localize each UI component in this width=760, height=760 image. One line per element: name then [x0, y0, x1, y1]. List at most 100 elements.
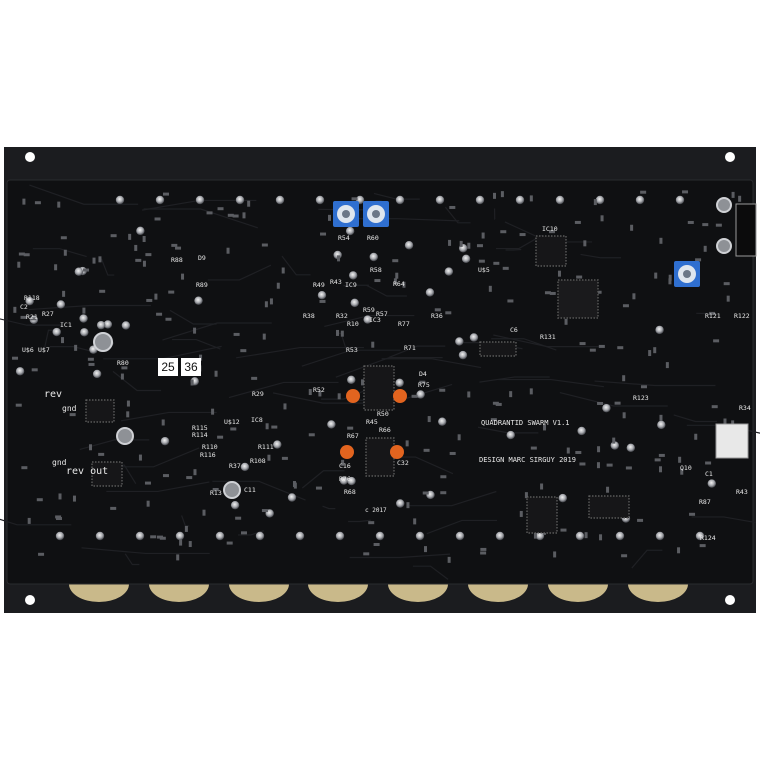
silkscreen-ref: R108: [250, 457, 266, 465]
silkscreen-ref: R110: [202, 443, 218, 451]
smd-part: [476, 244, 483, 248]
smd-part: [138, 454, 142, 461]
solder-joint: [575, 531, 585, 541]
smd-part: [457, 434, 461, 441]
silkscreen-ref: R50: [377, 410, 389, 418]
smd-part: [687, 220, 694, 224]
copper-traces: [0, 184, 760, 580]
smd-part: [175, 246, 182, 250]
smd-part: [574, 220, 581, 224]
ic-soic: [85, 399, 115, 423]
silkscreen-ref: C11: [244, 486, 256, 494]
solder-joint: [15, 367, 25, 376]
smd-part: [292, 481, 296, 488]
smd-part: [262, 333, 266, 340]
smd-part: [549, 291, 556, 295]
trace: [0, 318, 62, 326]
smd-part: [165, 317, 172, 321]
smd-part: [478, 259, 485, 263]
solder-joint: [155, 195, 165, 205]
smd-part: [622, 375, 626, 382]
solder-joint: [215, 531, 225, 541]
smd-part: [699, 544, 706, 548]
electrolytic-caps: [93, 197, 732, 499]
smd-part: [193, 327, 197, 334]
solder-joint: [363, 315, 372, 324]
silkscreen-ref: C32: [397, 459, 409, 467]
smd-part: [281, 456, 288, 460]
panel-hole: [25, 152, 35, 162]
silkscreen-ref: R124: [700, 534, 716, 542]
smd-part: [529, 195, 533, 202]
solder-joint: [255, 531, 265, 541]
smd-part: [648, 350, 652, 357]
smd-part: [427, 416, 431, 423]
ic-soic: [91, 461, 123, 487]
trace: [631, 549, 663, 569]
smd-part: [161, 419, 165, 426]
silkscreen-ref: R122: [734, 312, 750, 320]
smd-part: [154, 293, 158, 300]
smd-part: [269, 298, 273, 305]
ic-soic: [535, 235, 567, 267]
smd-part: [318, 390, 322, 397]
solder-joint: [175, 531, 185, 541]
solder-joint: [458, 350, 468, 360]
solder-joint: [506, 430, 515, 440]
silkscreen-ref: C6: [510, 326, 518, 334]
smd-part: [540, 483, 544, 490]
silkscreen-ref: R60: [367, 234, 379, 242]
solder-joint: [95, 531, 105, 541]
smd-part: [617, 346, 624, 350]
solder-joint: [461, 254, 471, 264]
trace: [580, 253, 622, 259]
smd-part: [612, 437, 616, 444]
smd-part: [202, 509, 206, 516]
smd-part: [583, 240, 587, 247]
silkscreen-ref: C1: [705, 470, 713, 478]
smd-part: [680, 468, 684, 475]
smd-part: [186, 476, 193, 480]
smd-part: [668, 274, 672, 281]
silkscreen-ref: C2: [20, 303, 28, 311]
smd-part: [493, 261, 500, 265]
smd-part: [61, 337, 65, 344]
board-title: QUADRANTID SWARM V1.1: [481, 419, 570, 427]
smd-part: [281, 267, 285, 274]
smd-part: [713, 339, 720, 343]
smd-part: [711, 405, 718, 409]
smd-part: [23, 253, 30, 257]
smd-part: [154, 217, 161, 221]
smd-part: [235, 516, 242, 520]
smd-part: [188, 541, 192, 548]
solder-joint: [657, 420, 666, 430]
smd-part: [337, 393, 341, 400]
silkscreen-ref: R10: [347, 320, 359, 328]
silkscreen-ref: R71: [404, 344, 416, 352]
smd-part: [480, 551, 487, 555]
silkscreen-ref: R121: [705, 312, 721, 320]
solder-joint: [444, 267, 454, 276]
panel-hole: [725, 595, 735, 605]
smd-part: [597, 446, 601, 453]
smd-part: [392, 259, 399, 263]
solder-joint: [240, 462, 250, 472]
silkscreen-text: QUADRANTID SWARM V1.1 DESIGN MARC SIRGUY…: [44, 389, 576, 514]
trace: [559, 391, 668, 407]
smd-part: [695, 258, 702, 262]
silkscreen-ref: R114: [192, 431, 208, 439]
smd-part: [18, 252, 25, 256]
silkscreen-ref: R52: [313, 386, 325, 394]
trace: [100, 258, 115, 276]
smd-part: [347, 426, 354, 430]
solder-joint: [455, 531, 465, 541]
smd-part: [637, 518, 644, 522]
trace: [444, 206, 471, 224]
smd-part: [21, 466, 28, 470]
smd-part: [276, 282, 280, 289]
silkscreen-ref: U$7: [38, 346, 50, 354]
smd-part: [179, 539, 183, 546]
ic-soic: [526, 496, 558, 534]
led-block: [715, 423, 749, 459]
smd-part: [533, 532, 537, 539]
